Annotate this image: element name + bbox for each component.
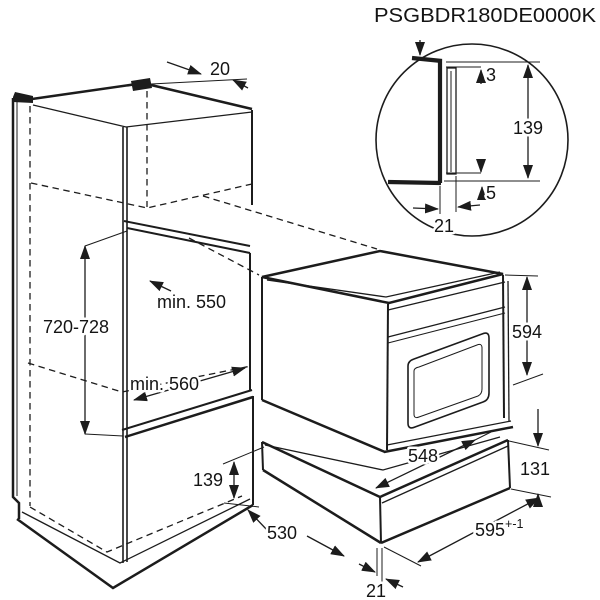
cabinet-section-bottom <box>387 179 442 186</box>
dim-label-drawer-front-width: 595+-1 <box>475 517 524 540</box>
dim-label-niche-depth-bottom: min. 560 <box>130 374 199 394</box>
oven-drawing <box>261 249 514 454</box>
dim-label-top-rear-gap: 20 <box>210 59 230 79</box>
dim-label-niche-depth-top: min. 550 <box>157 292 226 312</box>
dim-label-drawer-width-tolerance: +-1 <box>505 517 523 531</box>
cabinet-section-top <box>411 55 443 64</box>
plinth-drawer-drawing <box>261 436 511 545</box>
dim-label-drawer-front-recess: 21 <box>366 581 386 600</box>
dim-label-drawer-front-height: 131 <box>520 459 550 479</box>
cabinet-drawing <box>11 78 378 590</box>
detail-circle <box>375 40 569 237</box>
model-code-title: PSGBDR180DE0000K <box>374 5 597 27</box>
projection-line-top <box>202 195 378 250</box>
dim-label-niche-height: 720-728 <box>43 317 109 337</box>
dim-label-drawer-top-depth: 548 <box>408 446 438 466</box>
rear-spacer-block <box>131 78 152 91</box>
dim-label-detail-bottom-overlap: 5 <box>486 183 496 203</box>
dim-label-plinth-depth: 530 <box>267 523 297 543</box>
oven-door-window <box>407 332 490 429</box>
projection-line-front <box>188 237 260 276</box>
dim-label-oven-height: 594 <box>512 322 542 342</box>
control-panel-band <box>387 281 506 311</box>
cabinet-top-left-cap <box>13 92 33 103</box>
dim-label-detail-trim-height: 139 <box>513 118 543 138</box>
dimension-lines <box>80 61 552 590</box>
dim-label-detail-trim-depth: 21 <box>434 216 454 236</box>
dim-label-detail-top-gap: 3 <box>486 65 496 85</box>
dim-label-plinth-front-height: 139 <box>193 470 223 490</box>
